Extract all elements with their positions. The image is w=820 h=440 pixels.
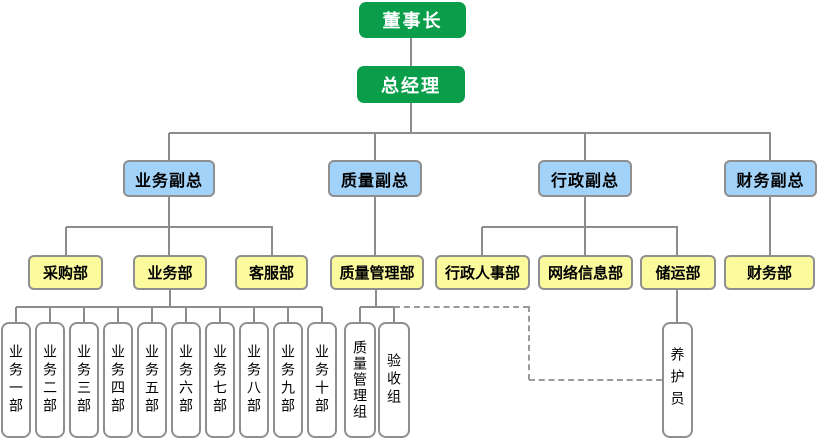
connector-unit-drop-8 <box>253 307 255 322</box>
org-node-business-unit-5: 业务五部 <box>137 322 167 438</box>
org-node-business-unit-1: 业务一部 <box>1 322 31 438</box>
connector-qmdept-down <box>375 290 377 307</box>
dashed-connector-vertical <box>528 306 530 380</box>
connector-drop-qmgroup <box>359 307 361 322</box>
connector-vp-drop-3 <box>584 133 586 160</box>
org-node-dept-admin-hr: 行政人事部 <box>435 255 530 290</box>
org-node-dept-finance: 财务部 <box>724 255 815 290</box>
org-node-acceptance-group: 验收组 <box>378 322 410 438</box>
org-node-business-unit-8: 业务八部 <box>239 322 269 438</box>
unit-label: 业务三部 <box>76 344 92 416</box>
unit-label: 业务一部 <box>8 344 24 416</box>
connector-drop-chuyun <box>676 227 678 255</box>
connector-qualityvp-down <box>374 197 376 255</box>
org-node-business-unit-10: 业务十部 <box>307 322 337 438</box>
org-node-business-unit-9: 业务九部 <box>273 322 303 438</box>
org-node-business-unit-3: 业务三部 <box>69 322 99 438</box>
org-node-vp-business: 业务副总 <box>123 160 215 197</box>
org-node-general-manager: 总经理 <box>357 66 465 103</box>
unit-label: 业务九部 <box>280 344 296 416</box>
org-node-vp-admin: 行政副总 <box>538 160 632 197</box>
org-node-business-unit-6: 业务六部 <box>171 322 201 438</box>
connector-drop-renshi <box>481 227 483 255</box>
org-node-dept-customer-service: 客服部 <box>235 255 308 290</box>
connector-vp-drop-4 <box>769 133 771 160</box>
connector-units-rail <box>16 306 322 308</box>
org-node-custodian: 养护员 <box>662 322 693 438</box>
connector-unit-drop-6 <box>185 307 187 322</box>
connector-drop-caigou <box>65 227 67 255</box>
connector-unit-drop-1 <box>15 307 17 322</box>
connector-chairman-gm <box>410 38 412 66</box>
connector-gm-down <box>410 103 412 133</box>
unit-label: 业务七部 <box>212 344 228 416</box>
connector-drop-kefu <box>271 227 273 255</box>
connector-unit-drop-3 <box>83 307 85 322</box>
connector-unit-drop-4 <box>117 307 119 322</box>
connector-vp-rail <box>169 132 771 134</box>
dashed-connector-top <box>394 306 529 308</box>
org-node-vp-finance: 财务副总 <box>724 160 817 197</box>
unit-label: 业务六部 <box>178 344 194 416</box>
unit-label: 业务二部 <box>42 344 58 416</box>
org-node-business-unit-4: 业务四部 <box>103 322 133 438</box>
unit-label: 质量管理组 <box>352 340 368 420</box>
dashed-connector-bottom <box>529 379 662 381</box>
connector-bizdept-down <box>169 290 171 307</box>
connector-adminvp-rail <box>482 226 678 228</box>
unit-label: 养护员 <box>669 347 686 413</box>
org-node-quality-mgmt-group: 质量管理组 <box>344 322 376 438</box>
unit-label: 业务四部 <box>110 344 126 416</box>
org-node-dept-purchasing: 采购部 <box>28 255 103 290</box>
connector-financevp-down <box>769 197 771 255</box>
connector-vp-drop-1 <box>168 133 170 160</box>
connector-unit-drop-7 <box>219 307 221 322</box>
org-node-dept-network-info: 网络信息部 <box>538 255 633 290</box>
org-node-vp-quality: 质量副总 <box>328 160 422 197</box>
connector-unit-drop-2 <box>49 307 51 322</box>
org-node-dept-storage-transport: 储运部 <box>640 255 716 290</box>
org-node-dept-quality-mgmt: 质量管理部 <box>330 255 424 290</box>
unit-label: 业务五部 <box>144 344 160 416</box>
connector-qm-rail <box>360 306 395 308</box>
unit-label: 业务十部 <box>314 344 330 416</box>
connector-chuyun-custodian <box>676 290 678 322</box>
unit-label: 验收组 <box>386 353 402 407</box>
org-node-chairman: 董事长 <box>359 2 466 38</box>
connector-bizvp-rail <box>66 226 273 228</box>
connector-unit-drop-5 <box>151 307 153 322</box>
org-node-business-unit-2: 业务二部 <box>35 322 65 438</box>
org-node-business-unit-7: 业务七部 <box>205 322 235 438</box>
org-node-dept-business: 业务部 <box>133 255 207 290</box>
unit-label: 业务八部 <box>246 344 262 416</box>
connector-vp-drop-2 <box>374 133 376 160</box>
connector-unit-drop-9 <box>287 307 289 322</box>
connector-unit-drop-10 <box>321 307 323 322</box>
connector-drop-yanshou <box>393 307 395 322</box>
